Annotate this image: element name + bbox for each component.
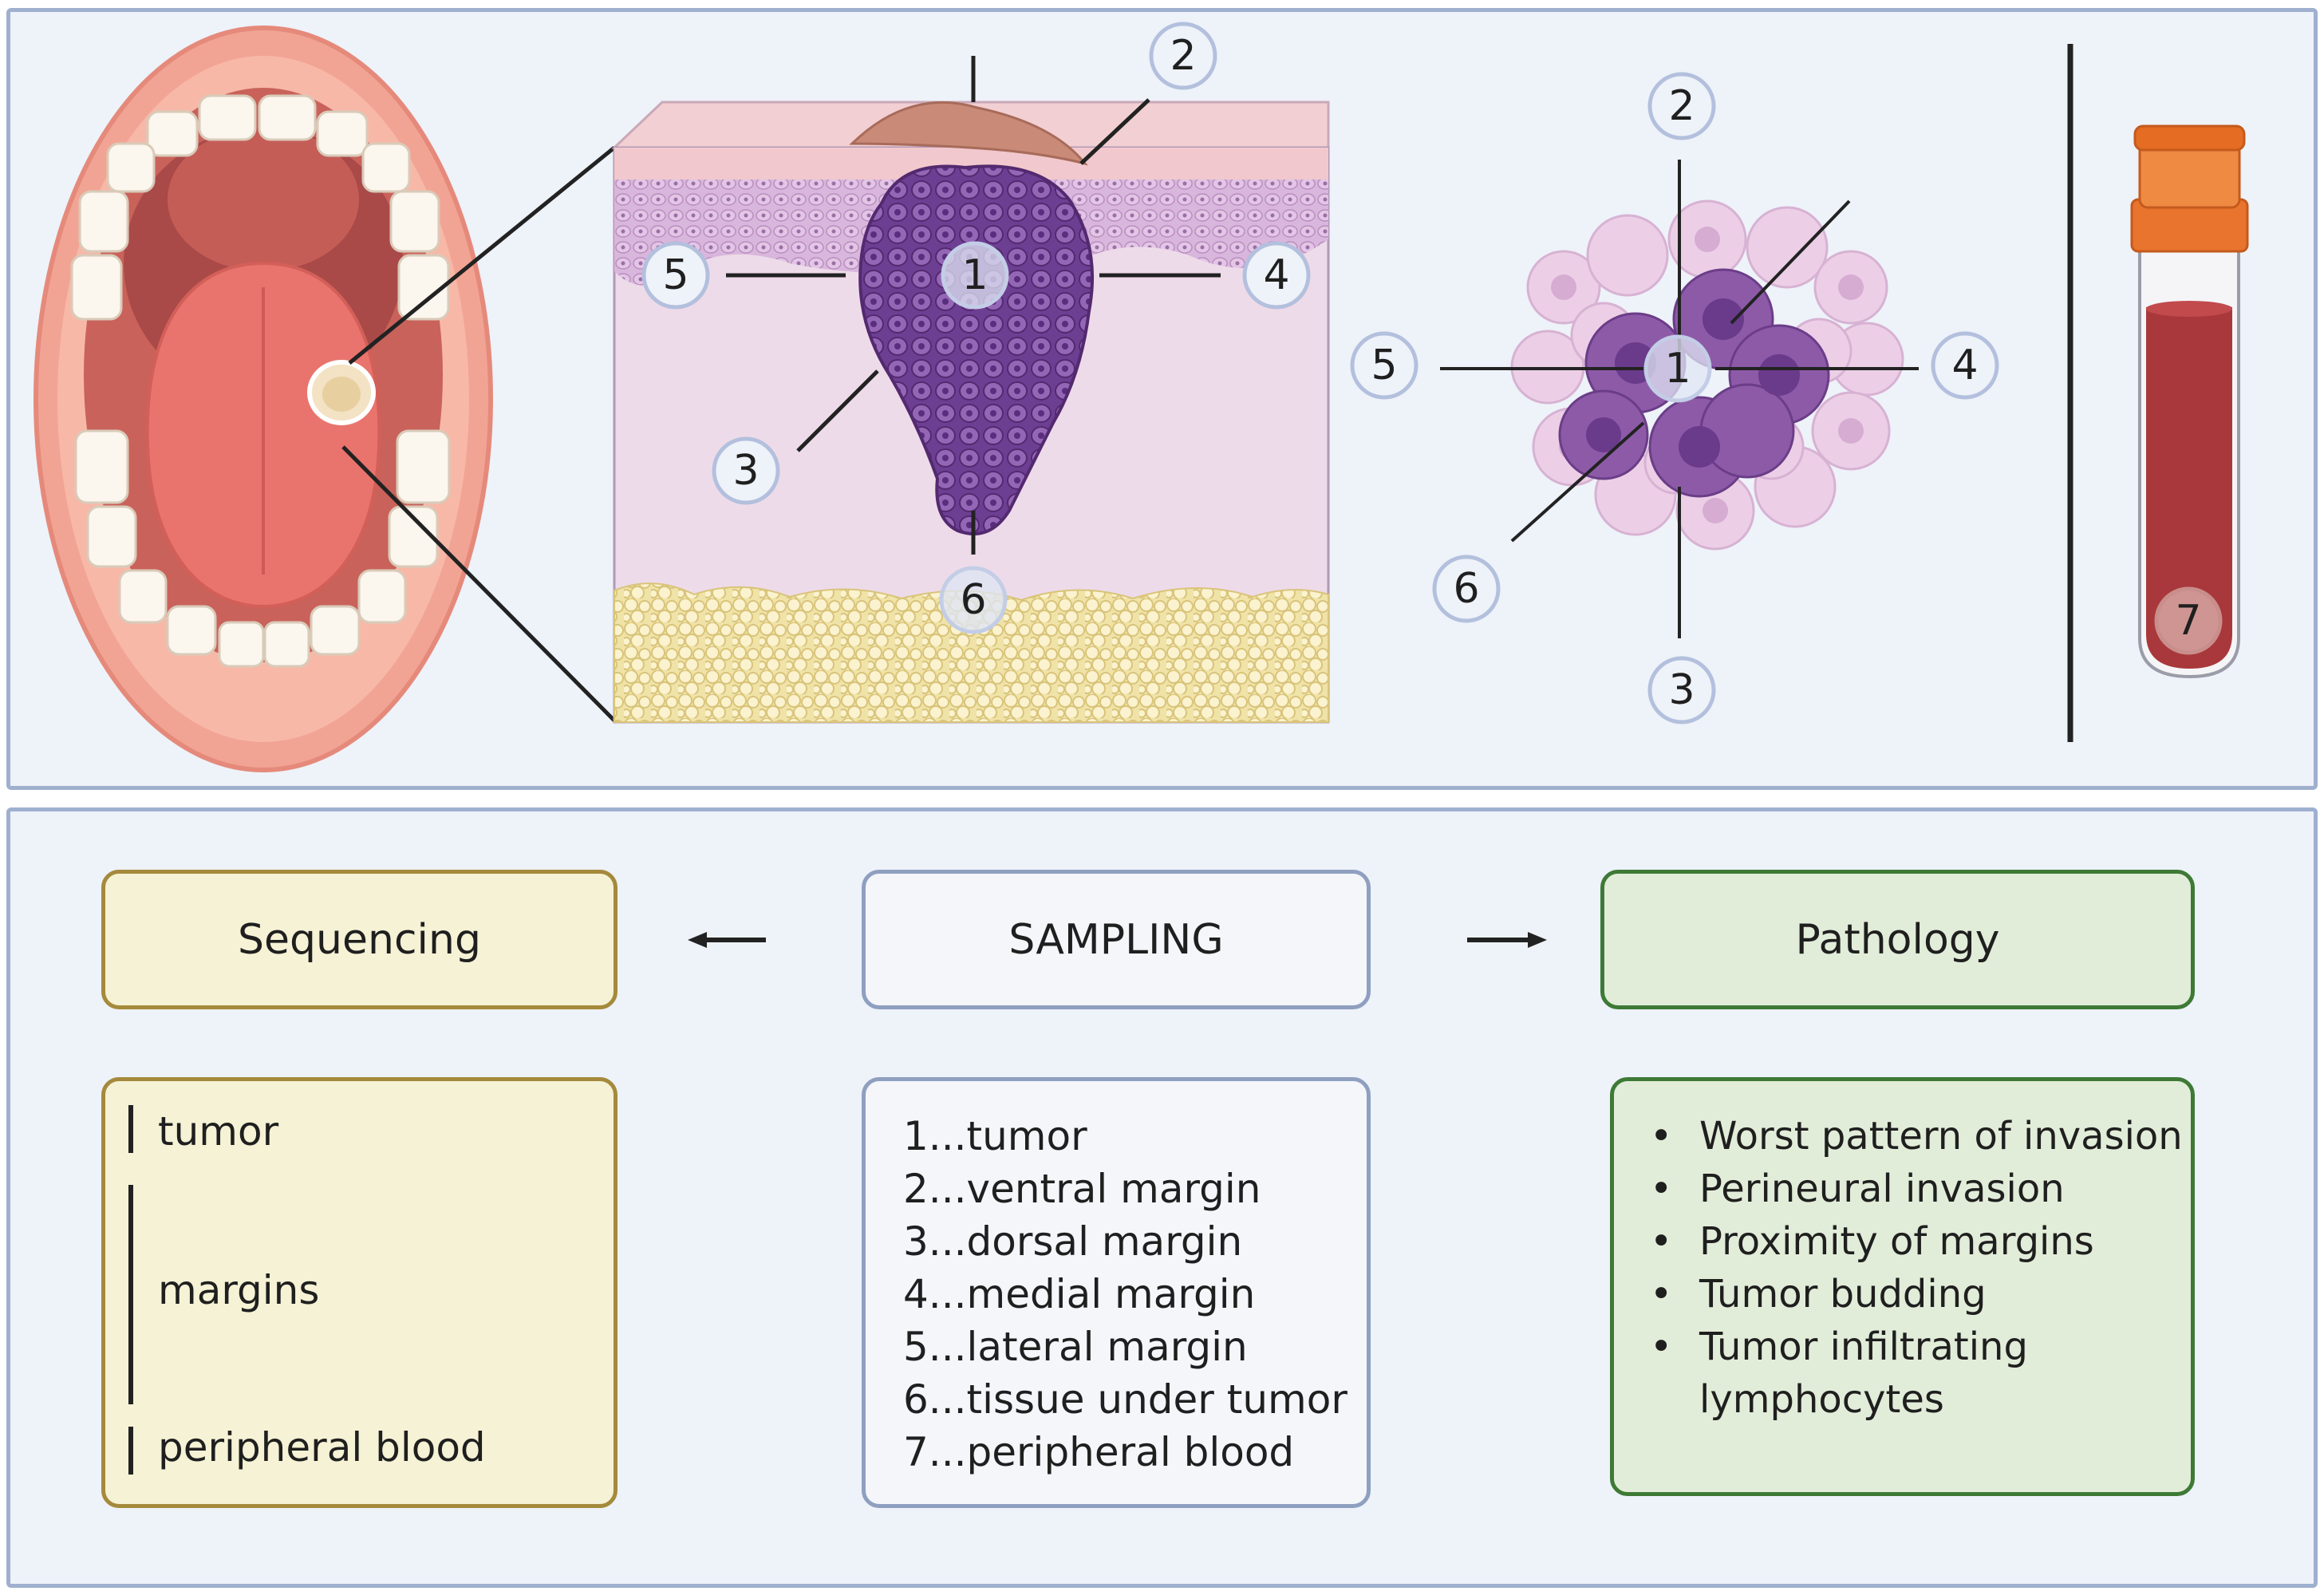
tissue-marker-6: 6	[939, 566, 1008, 634]
cell-marker-1: 1	[1643, 334, 1712, 403]
sampling-item-6: 6...tissue under tumor	[903, 1376, 1347, 1423]
pathology-list: •Worst pattern of invasion •Perineural i…	[1650, 1110, 2183, 1426]
blood-tube-icon	[2130, 124, 2249, 679]
illustration-svg: 1 2 3 4 5 6	[34, 22, 2249, 772]
tissue-marker-4: 4	[1242, 241, 1311, 310]
cell-marker-3: 3	[1647, 656, 1716, 724]
tissue-marker-2: 2	[1149, 22, 1217, 90]
svg-text:6: 6	[1453, 565, 1479, 613]
pathology-item-5-continued: lymphocytes	[1699, 1377, 1944, 1422]
pathology-item-3: •Proximity of margins	[1650, 1215, 2183, 1268]
arrow-left-icon	[688, 932, 766, 948]
pathology-detail-box	[1610, 1077, 2195, 1496]
svg-text:2: 2	[1170, 32, 1196, 80]
svg-text:5: 5	[1371, 342, 1397, 389]
sequencing-bar-2	[128, 1185, 133, 1404]
zoom-line-bottom	[341, 445, 617, 724]
mouth-illustration	[34, 26, 493, 772]
sampling-item-5: 5...lateral margin	[903, 1324, 1248, 1370]
tissue-marker-5: 5	[641, 241, 710, 310]
pathology-item-4: •Tumor budding	[1650, 1268, 2183, 1321]
svg-text:4: 4	[1263, 251, 1289, 299]
tissue-marker-1: 1	[941, 241, 1009, 310]
pathology-item-1: •Worst pattern of invasion	[1650, 1110, 2183, 1163]
pathology-title: Pathology	[1795, 915, 2000, 964]
cell-marker-5: 5	[1350, 331, 1418, 400]
zoom-line-top	[348, 146, 616, 365]
sampling-detail-box	[862, 1077, 1371, 1508]
svg-text:1: 1	[961, 251, 988, 299]
sampling-item-7: 7...peripheral blood	[903, 1429, 1295, 1475]
sequencing-bar-1	[128, 1105, 133, 1153]
svg-text:1: 1	[1664, 345, 1691, 393]
svg-text:5: 5	[662, 251, 689, 299]
sequencing-item-blood: peripheral blood	[158, 1424, 486, 1471]
sampling-list: 1...tumor 2...ventral margin 3...dorsal …	[903, 1110, 1347, 1479]
svg-text:4: 4	[1951, 342, 1978, 389]
tissue-markers: 1 2 3 4 5 6	[641, 22, 1311, 634]
cell-marker-6: 6	[1432, 555, 1501, 623]
tissue-marker-3: 3	[712, 436, 780, 505]
pathology-item-2: •Perineural invasion	[1650, 1163, 2183, 1215]
blood-marker-7: 7	[2154, 586, 2223, 655]
sampling-item-4: 4...medial margin	[903, 1271, 1256, 1317]
cell-markers: 1 2 3 4 5 6	[1350, 72, 1999, 724]
sequencing-item-tumor: tumor	[158, 1108, 279, 1155]
svg-text:6: 6	[960, 576, 986, 624]
sequencing-header-box: Sequencing	[101, 870, 617, 1009]
svg-text:3: 3	[732, 447, 759, 495]
bullet-icon: •	[1650, 1325, 1673, 1369]
svg-text:3: 3	[1668, 666, 1695, 714]
sampling-item-1: 1...tumor	[903, 1113, 1087, 1159]
bullet-icon: •	[1650, 1167, 1673, 1211]
pathology-item-5: •Tumor infiltrating	[1650, 1321, 2183, 1373]
svg-text:2: 2	[1668, 82, 1695, 130]
sampling-item-2: 2...ventral margin	[903, 1166, 1261, 1212]
svg-text:7: 7	[2175, 597, 2201, 645]
sequencing-detail-box	[101, 1077, 617, 1508]
pathology-header-box: Pathology	[1600, 870, 2195, 1009]
sequencing-item-margins: margins	[158, 1267, 320, 1313]
sampling-title: SAMPLING	[1008, 915, 1224, 964]
sequencing-title: Sequencing	[238, 915, 481, 964]
sampling-header-box: SAMPLING	[862, 870, 1371, 1009]
sampling-item-3: 3...dorsal margin	[903, 1218, 1243, 1265]
bullet-icon: •	[1650, 1219, 1673, 1264]
bullet-icon: •	[1650, 1114, 1673, 1159]
cell-marker-2: 2	[1647, 72, 1716, 140]
cell-marker-4: 4	[1931, 331, 1999, 400]
tumor-cell-cluster	[1440, 160, 1919, 638]
arrow-right-icon	[1467, 932, 1547, 948]
bullet-icon: •	[1650, 1272, 1673, 1317]
sequencing-bar-3	[128, 1427, 133, 1475]
